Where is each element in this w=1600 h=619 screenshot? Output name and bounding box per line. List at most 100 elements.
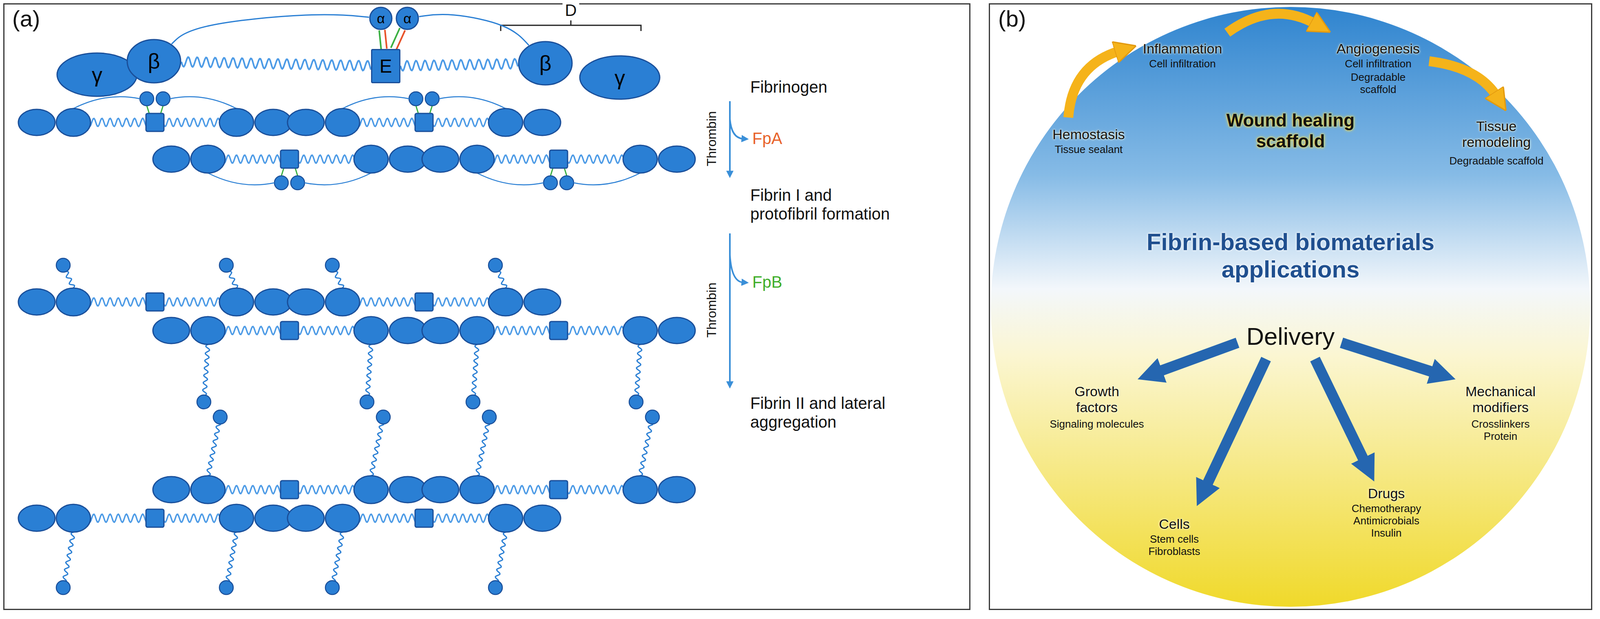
b-knob bbox=[482, 409, 497, 424]
fibrinopeptide-link bbox=[379, 29, 387, 50]
b-knob bbox=[196, 394, 211, 409]
b-knob bbox=[325, 258, 340, 272]
alpha-c-domain bbox=[290, 175, 305, 190]
stage-heading: Angiogenesis bbox=[1336, 40, 1420, 57]
fpb-link bbox=[146, 105, 150, 114]
stage-detail: Stem cells Fibroblasts bbox=[1141, 532, 1207, 558]
gamma-nodule: γ bbox=[56, 52, 138, 98]
stage-heading: Tissue remodeling bbox=[1455, 118, 1538, 151]
domain-letter: β bbox=[539, 52, 552, 74]
b-knob bbox=[645, 409, 660, 424]
delivery-arrow bbox=[1341, 342, 1436, 373]
b-knob bbox=[629, 394, 644, 409]
stage-heading: Growth factors bbox=[1064, 383, 1130, 416]
e-region: E bbox=[371, 48, 401, 84]
alpha-c-chain bbox=[170, 96, 237, 109]
stage-heading: Drugs bbox=[1367, 485, 1406, 502]
stage-heading: Cells bbox=[1158, 515, 1190, 532]
stage-detail: Cell infiltration bbox=[1344, 57, 1412, 71]
fibrin-monomer bbox=[422, 316, 696, 345]
coiled-coil bbox=[181, 57, 372, 71]
cycle-arrow bbox=[1068, 50, 1120, 118]
fibrin-polymer bbox=[18, 91, 696, 595]
alpha-c-chain bbox=[171, 14, 370, 45]
fpb-link bbox=[429, 105, 433, 114]
fibrin-monomer bbox=[18, 108, 292, 137]
stage-detail: Crosslinkers Protein bbox=[1463, 417, 1538, 443]
panel-letter: (b) bbox=[998, 5, 1026, 32]
b-knob bbox=[360, 394, 374, 409]
fibrin-monomer bbox=[422, 145, 696, 173]
alpha-c-domain bbox=[139, 91, 154, 106]
fibrin-monomer bbox=[18, 287, 292, 316]
fibrin-monomer bbox=[287, 108, 561, 137]
b-knob-chain bbox=[365, 344, 373, 402]
domain-letter: γ bbox=[614, 66, 626, 89]
alpha-c-domain bbox=[274, 175, 289, 190]
d-bracket bbox=[500, 20, 641, 31]
b-knob-chain bbox=[225, 531, 238, 588]
fibrin-monomer bbox=[18, 503, 292, 532]
enzyme-label: Thrombin bbox=[704, 110, 720, 166]
b-knob bbox=[56, 258, 71, 272]
alpha-c-domain: α bbox=[395, 6, 420, 31]
domain-letter: β bbox=[148, 50, 161, 72]
b-knob-chain bbox=[476, 417, 491, 476]
applications-circle: InflammationCell infiltrationAngiogenesi… bbox=[990, 6, 1591, 607]
alpha-c-chain bbox=[477, 172, 544, 185]
alpha-c-domain bbox=[543, 175, 558, 190]
alpha-c-chain bbox=[439, 96, 506, 109]
alpha-c-chain bbox=[342, 96, 409, 109]
peptide-label: FpB bbox=[752, 272, 783, 292]
b-knob-chain bbox=[331, 531, 344, 588]
stage-detail: Tissue sealant bbox=[1054, 143, 1123, 156]
release-arrow bbox=[729, 254, 743, 283]
fibrin-monomer bbox=[152, 145, 427, 173]
reaction-arrow bbox=[729, 101, 731, 173]
domain-letter: α bbox=[376, 11, 385, 26]
alpha-c-chain bbox=[419, 14, 529, 46]
b-knob bbox=[219, 258, 234, 272]
domain-letter: E bbox=[379, 56, 393, 76]
delivery-arrow bbox=[1157, 342, 1238, 372]
stage-heading: Inflammation bbox=[1142, 40, 1223, 57]
alpha-c-domain bbox=[559, 175, 574, 190]
alpha-c-chain bbox=[207, 172, 275, 185]
b-knob bbox=[466, 394, 480, 409]
b-knob bbox=[376, 409, 391, 424]
b-knob-chain bbox=[471, 344, 479, 402]
b-knob-chain bbox=[639, 417, 655, 476]
alpha-c-chain bbox=[304, 172, 372, 185]
coiled-coil bbox=[400, 58, 518, 71]
beta-nodule: β bbox=[517, 40, 573, 86]
stage-heading: Delivery bbox=[1246, 322, 1335, 351]
b-knob bbox=[488, 580, 503, 595]
gamma-nodule: γ bbox=[579, 55, 661, 100]
fpb-link bbox=[281, 167, 284, 176]
main-title: Fibrin-based biomaterials applications bbox=[1135, 228, 1446, 283]
b-knob bbox=[219, 580, 234, 595]
fpb-link bbox=[160, 105, 164, 114]
stage-detail: Degradable scaffold bbox=[1341, 71, 1415, 96]
delivery-arrow bbox=[1314, 358, 1366, 463]
circle-outline bbox=[990, 6, 1591, 607]
fpb-link bbox=[295, 167, 298, 176]
beta-nodule: β bbox=[126, 38, 182, 84]
center-heading: Wound healing scaffold bbox=[1217, 110, 1364, 152]
fpb-link bbox=[564, 167, 567, 176]
enzyme-label: Thrombin bbox=[704, 282, 720, 338]
fibrin-monomer bbox=[287, 287, 561, 316]
b-knob-chain bbox=[494, 531, 507, 588]
alpha-c-chain bbox=[573, 172, 641, 185]
fpb-link bbox=[415, 105, 419, 114]
alpha-c-domain bbox=[408, 91, 423, 106]
fibrinopeptide-link bbox=[391, 28, 406, 51]
b-knob bbox=[56, 580, 71, 595]
b-knob-chain bbox=[61, 531, 75, 588]
fpb-link bbox=[550, 167, 553, 176]
cycle-arrow bbox=[1227, 13, 1315, 33]
domain-letter: α bbox=[403, 11, 412, 26]
b-knob-chain bbox=[202, 344, 210, 402]
stage-label: Fibrinogen bbox=[750, 77, 828, 97]
panel-frame: InflammationCell infiltrationAngiogenesi… bbox=[988, 3, 1593, 610]
